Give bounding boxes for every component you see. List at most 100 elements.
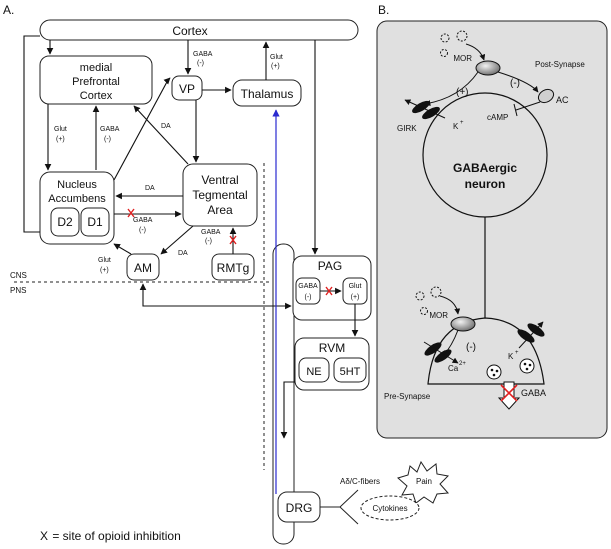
neuron-label-2: neuron: [465, 177, 506, 191]
ligands-bottom: [415, 286, 442, 315]
ligands-top: [440, 30, 468, 57]
vta-node: Ventral Tegmental Area: [182, 163, 258, 227]
drg-node: DRG: [277, 491, 321, 523]
mor-bottom-label: MOR: [429, 311, 448, 320]
am-nac-edge: [113, 243, 132, 255]
edge-label-glut-mpfc-sign: (+): [56, 136, 65, 143]
camp-label: cAMP: [487, 113, 508, 122]
vta-am-edge: [160, 225, 194, 255]
mor-receptor-top: MOR: [453, 43, 501, 76]
plus-label: (+): [456, 87, 469, 98]
vta-label-3: Area: [207, 203, 233, 217]
edge-label-gaba-rmtg: GABA: [201, 229, 221, 236]
vta-mpfc-edge: [133, 105, 189, 165]
rvm-node: RVM NE 5HT: [294, 337, 370, 391]
vesicles: [486, 358, 535, 380]
d1-label: D1: [87, 215, 103, 229]
edge-label-glut-am: Glut: [98, 257, 111, 264]
pain-burst: Pain: [396, 460, 450, 504]
gaba-release: GABA: [497, 381, 546, 410]
ac-inhibition-arrow: [497, 71, 539, 93]
ca-channel: Ca 2+: [423, 341, 466, 373]
d2-label: D2: [57, 215, 73, 229]
pag-glut-label: Glut: [349, 283, 362, 290]
k-bottom-label: K: [508, 352, 514, 361]
edge-label-glut-thal-sign: (+): [271, 63, 280, 70]
k-top-sup: +: [460, 120, 464, 126]
am-pag-edge: [139, 283, 292, 310]
cortex-node: Cortex: [39, 19, 359, 41]
ac-label: AC: [556, 95, 569, 105]
ac-enzyme: AC: [537, 88, 569, 105]
k-bottom-sup: +: [515, 350, 519, 356]
edge-label-da-am: DA: [178, 250, 188, 257]
rmtg-node: RMTg: [211, 253, 255, 281]
legend: X = site of opioid inhibition: [40, 529, 181, 543]
ca-label: Ca: [448, 364, 459, 373]
panel-a-label: A.: [3, 3, 14, 17]
cytokines-node: Cytokines: [360, 495, 420, 521]
edge-label-da-nac: DA: [145, 185, 155, 192]
ne-label: NE: [306, 366, 321, 378]
edge-label-gaba-vp: GABA: [193, 51, 213, 58]
thalamus-node: Thalamus: [232, 79, 302, 107]
inhibition-mark-rmtg: [229, 235, 237, 245]
mor-top-label: MOR: [453, 54, 472, 63]
edge-label-da-vp: DA: [161, 123, 171, 130]
fiber-branch-down: [339, 506, 359, 525]
pain-label: Pain: [416, 477, 432, 486]
cytokines-label: Cytokines: [372, 504, 407, 513]
mpfc-label-2: Prefrontal: [72, 76, 120, 88]
girk-activation-arrow: [424, 71, 479, 107]
k-channel-bottom: K +: [508, 321, 545, 361]
edge-label-glut-mpfc: Glut: [54, 126, 67, 133]
fibers-label: Aδ/C-fibers: [340, 477, 380, 486]
inhibition-mark-pag: [325, 286, 333, 296]
connections: [23, 35, 359, 439]
rvm-label: RVM: [319, 341, 345, 355]
edge-label-gaba-vta-sign: (-): [139, 227, 146, 234]
vp-label: VP: [179, 82, 195, 96]
cns-label: CNS: [10, 271, 27, 280]
minus-bottom-label: (-): [466, 342, 476, 353]
neuron-soma: [422, 92, 548, 218]
girk-channel: GIRK K +: [397, 99, 464, 133]
pag-glut-sign: (+): [351, 294, 360, 301]
edge-labels: GABA (-) Glut (+) Glut (+) GABA (-) DA D…: [54, 51, 283, 274]
camp-path: cAMP: [487, 101, 541, 122]
edge-label-gaba-mpfc: GABA: [100, 126, 120, 133]
gaba-label: GABA: [521, 388, 546, 398]
pre-synapse-label: Pre-Synapse: [384, 392, 431, 401]
nac-label-1: Nucleus: [57, 179, 97, 191]
nac-node: Nucleus Accumbens D2 D1: [39, 171, 115, 245]
am-node: AM: [126, 253, 160, 281]
am-label: AM: [134, 261, 152, 275]
cortex-label: Cortex: [172, 24, 207, 38]
mpfc-label-3: Cortex: [80, 90, 113, 102]
rvm-spinal-edge: [280, 381, 295, 439]
vp-node: VP: [171, 75, 203, 101]
nac-vp-edge: [113, 77, 171, 181]
thalamus-label: Thalamus: [241, 87, 294, 101]
edge-label-glut-am-sign: (+): [100, 267, 109, 274]
post-synapse-label: Post-Synapse: [535, 60, 585, 69]
cortex-nac-loop: [23, 35, 40, 233]
mor-receptor-bottom: MOR: [429, 295, 476, 332]
mpfc-node: medial Prefrontal Cortex: [39, 55, 153, 105]
edge-label-gaba-vp-sign: (-): [197, 60, 204, 67]
pag-gaba-label: GABA: [298, 283, 318, 290]
pns-label: PNS: [10, 286, 26, 295]
inhibition-marks: [127, 208, 333, 296]
edge-label-gaba-vta: GABA: [133, 217, 153, 224]
edge-label-glut-thal: Glut: [270, 54, 283, 61]
vta-label-2: Tegmental: [192, 188, 247, 202]
drg-label: DRG: [286, 501, 313, 515]
fiber-branch-up: [320, 489, 359, 508]
legend-mark: X: [40, 529, 48, 543]
ca-sup: 2+: [459, 361, 466, 367]
nac-label-2: Accumbens: [48, 193, 106, 205]
neuron-label-1: GABAergic: [453, 161, 517, 175]
vta-label-1: Ventral: [201, 173, 238, 187]
